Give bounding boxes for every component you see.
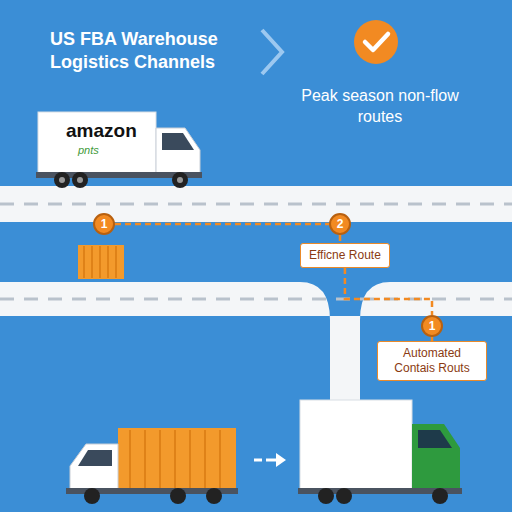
callout-number: 1	[93, 213, 115, 235]
node-text: 2	[337, 217, 344, 231]
chevron-symbol	[262, 30, 282, 74]
check-badge	[354, 20, 398, 64]
status-note: Peak season non-flow routes	[300, 86, 460, 128]
node-text: Automated Contais Routs	[394, 346, 469, 375]
transfer-arrow	[254, 453, 286, 467]
title: US FBA Warehouse Logistics Channels	[50, 28, 250, 75]
road	[0, 186, 512, 222]
amazon-truck	[36, 112, 202, 188]
road-marking	[0, 298, 512, 301]
node-text: 1	[101, 217, 108, 231]
route-line	[339, 235, 342, 243]
node-text: 1	[429, 319, 436, 333]
road-marking	[0, 203, 512, 206]
brand-logo: amazon	[66, 120, 137, 142]
cargo-crate	[78, 245, 124, 279]
route-label-box: Automated Contais Routs	[377, 341, 487, 381]
check-mark	[365, 34, 388, 50]
callout-number: 1	[421, 315, 443, 337]
road	[0, 282, 512, 400]
callout-number: 2	[329, 213, 351, 235]
route-label-box: Efficne Route	[300, 243, 390, 268]
route-line	[345, 268, 432, 315]
brand-subtext: pnts	[78, 144, 99, 156]
container-truck	[66, 428, 238, 504]
node-text: Efficne Route	[309, 248, 381, 262]
route-line	[115, 223, 329, 226]
box-truck	[298, 400, 462, 504]
